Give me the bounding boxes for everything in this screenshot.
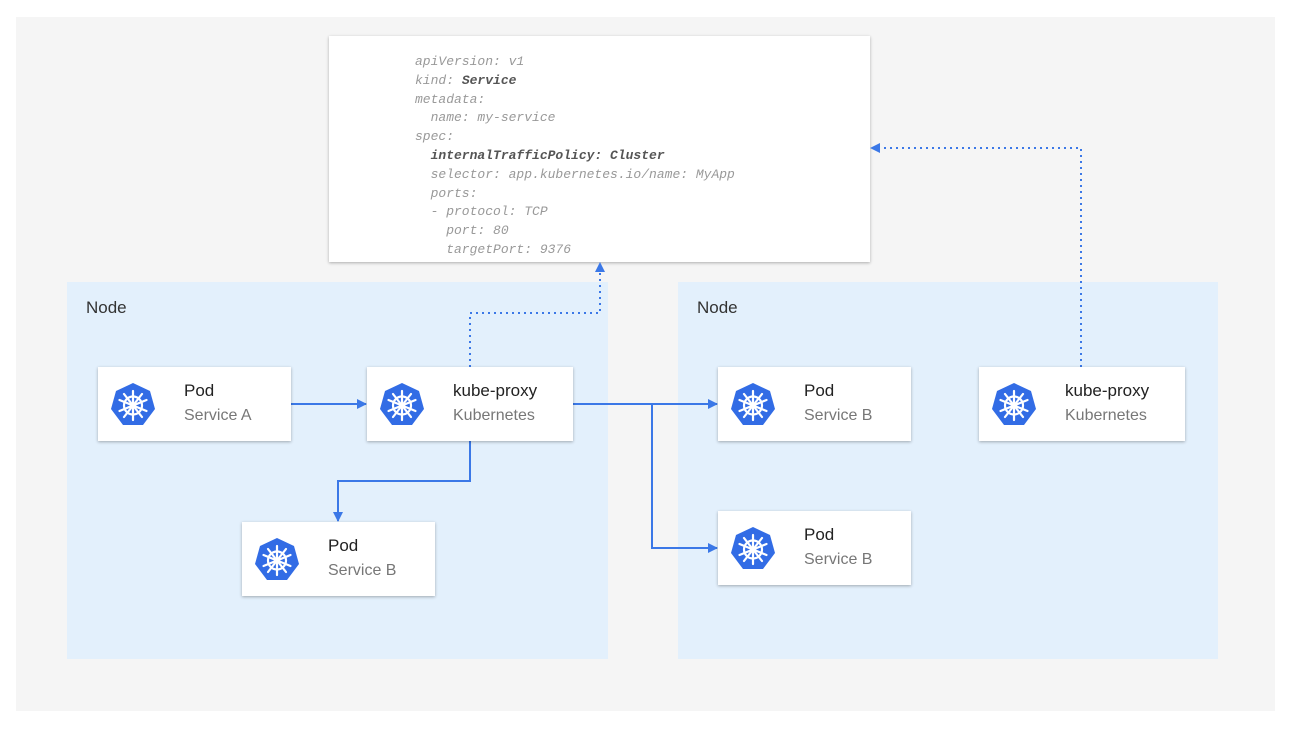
card-subtitle: Service B	[804, 407, 873, 424]
node-left: Node	[67, 282, 608, 659]
card-subtitle: Service A	[184, 407, 252, 424]
card-subtitle: Kubernetes	[453, 407, 535, 424]
kubernetes-icon	[379, 382, 425, 428]
kubernetes-icon	[254, 537, 300, 583]
card-subtitle: Service B	[328, 562, 397, 579]
card-title: Pod	[804, 381, 835, 400]
card-pod-service-b-right-bottom[interactable]: Pod Service B	[718, 511, 911, 585]
card-title: kube-proxy	[453, 381, 538, 400]
service-yaml-box: apiVersion: v1 kind: Service metadata: n…	[329, 36, 870, 262]
card-subtitle: Service B	[804, 551, 873, 568]
node-label: Node	[86, 298, 127, 317]
kubernetes-icon	[730, 526, 776, 572]
card-title: Pod	[184, 381, 215, 400]
card-title: kube-proxy	[1065, 381, 1150, 400]
kubernetes-icon	[991, 382, 1037, 428]
arrow-proxy-to-podb1	[333, 441, 471, 522]
dotted-proxy1-to-service	[469, 262, 605, 367]
card-kube-proxy-left[interactable]: kube-proxy Kubernetes	[367, 367, 573, 441]
dotted-proxy2-to-service	[870, 143, 1082, 367]
card-pod-service-b-right-top[interactable]: Pod Service B	[718, 367, 911, 441]
card-subtitle: Kubernetes	[1065, 407, 1147, 424]
node-right: Node	[678, 282, 1218, 659]
card-title: Pod	[328, 536, 359, 555]
card-pod-service-a[interactable]: Pod Service A	[98, 367, 291, 441]
arrow-proxy-to-podb3	[651, 404, 718, 553]
node-label: Node	[697, 298, 738, 317]
kubernetes-icon	[110, 382, 156, 428]
card-title: Pod	[804, 525, 835, 544]
kubernetes-icon	[730, 382, 776, 428]
card-pod-service-b-left[interactable]: Pod Service B	[242, 522, 435, 596]
yaml-code: apiVersion: v1 kind: Service metadata: n…	[415, 54, 735, 257]
card-kube-proxy-right[interactable]: kube-proxy Kubernetes	[979, 367, 1185, 441]
